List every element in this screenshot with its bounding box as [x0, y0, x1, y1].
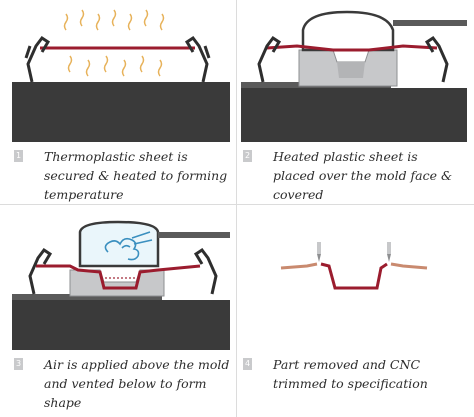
mold — [69, 269, 165, 297]
step-caption: Thermoplastic sheet is secured & heated … — [44, 149, 228, 202]
step-number: 3 — [14, 358, 23, 370]
step-3-illustration — [12, 220, 230, 350]
forming-table — [241, 88, 467, 142]
step-4-panel: 4 Part removed and CNC trimmed to specif… — [237, 208, 474, 416]
step-number: 2 — [243, 150, 252, 162]
right-clamp-icon — [184, 35, 211, 83]
step-caption: Part removed and CNC trimmed to specific… — [273, 357, 428, 391]
trimmed-edge-left — [280, 262, 318, 270]
finished-part — [320, 262, 388, 290]
left-cnc-tool-icon — [317, 242, 321, 262]
heat-waves-top — [63, 9, 165, 31]
mold-cavity — [337, 62, 365, 78]
plastic-sheet — [266, 44, 438, 52]
cover-arm — [393, 20, 467, 26]
pressure-box-cover — [301, 10, 395, 52]
right-clamp-icon — [193, 247, 218, 295]
step-2-illustration — [241, 10, 467, 142]
vent-dots — [105, 277, 135, 279]
table-top-plate — [12, 294, 162, 300]
step-number: 1 — [14, 150, 23, 162]
cover-arm — [158, 232, 230, 238]
step-1-illustration — [12, 9, 230, 142]
heat-waves-bottom — [67, 55, 163, 77]
step-2-panel: 2 Heated plastic sheet is placed over th… — [237, 0, 474, 208]
step-caption: Heated plastic sheet is placed over the … — [273, 149, 453, 202]
right-clamp-icon — [424, 35, 449, 83]
step-number: 4 — [243, 358, 252, 370]
air-icon — [104, 231, 153, 261]
left-clamp-icon — [28, 247, 53, 295]
step-4-illustration — [280, 242, 428, 290]
left-clamp-icon — [257, 35, 282, 83]
step-1-panel: 1 Thermoplastic sheet is secured & heate… — [0, 0, 237, 208]
right-cnc-tool-icon — [387, 242, 391, 262]
vertical-divider — [236, 0, 237, 417]
forming-table — [12, 82, 230, 142]
forming-table — [12, 300, 230, 350]
step-caption: Air is applied above the mold and vented… — [44, 357, 230, 410]
trimmed-edge-right — [390, 262, 428, 270]
step-3-panel: 3 Air is applied above the mold and vent… — [0, 208, 237, 416]
horizontal-divider — [0, 204, 474, 205]
formed-sheet — [36, 264, 201, 290]
left-clamp-icon — [24, 35, 51, 83]
